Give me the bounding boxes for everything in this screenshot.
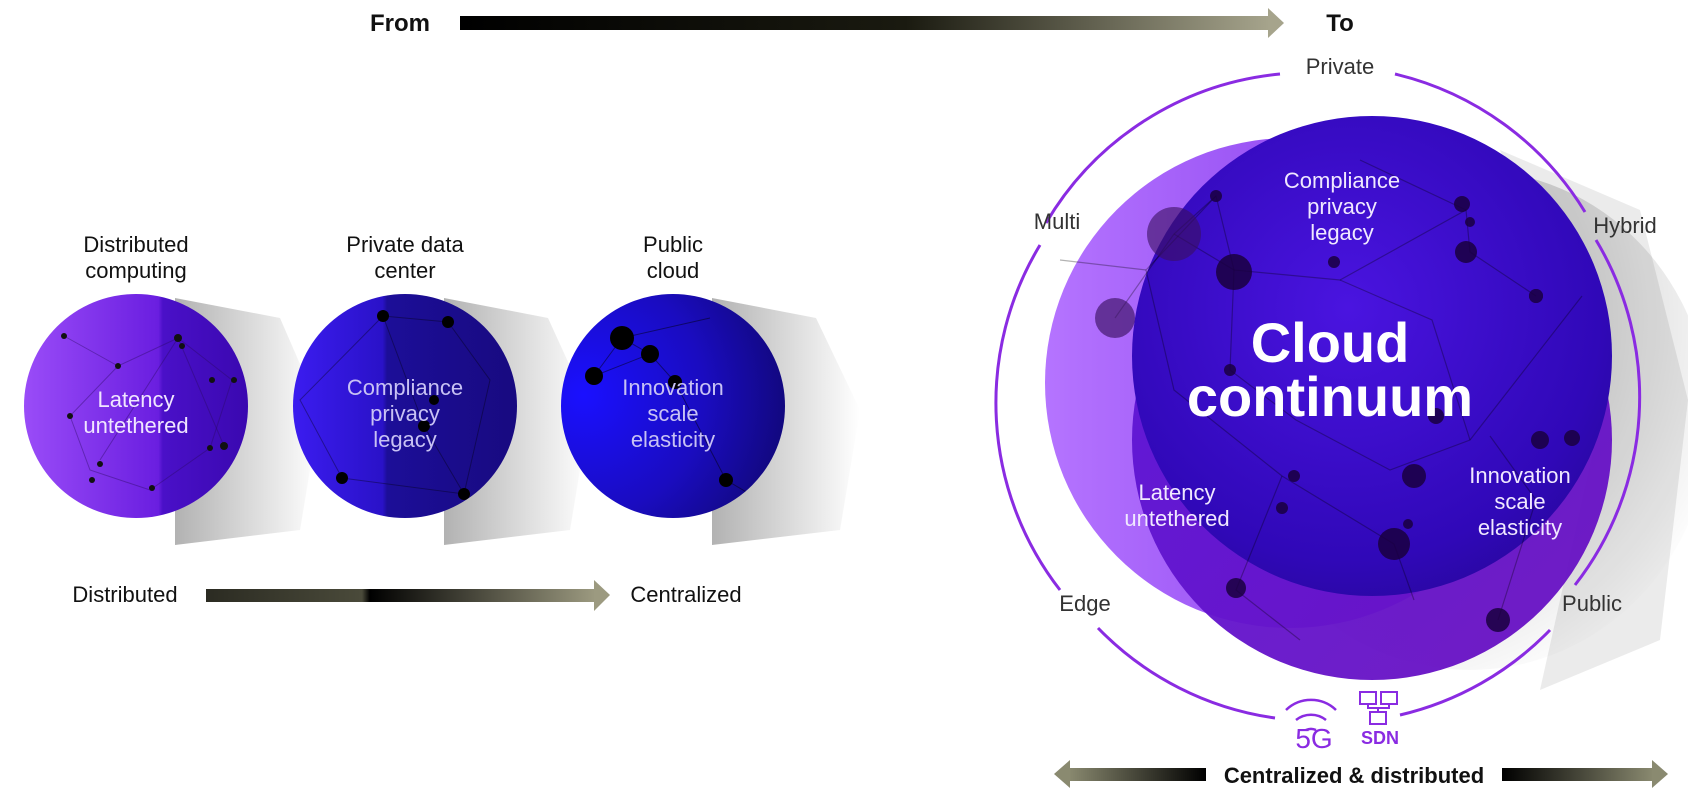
- 5g-icon: [1285, 698, 1337, 732]
- 5g-label: 5G: [1295, 723, 1333, 754]
- label-distributed: Distributed: [72, 582, 178, 607]
- label-centralized: Centralized: [630, 582, 742, 607]
- ring-label-hybrid: Hybrid: [1593, 213, 1657, 238]
- cloud-continuum-diagram: [994, 72, 1688, 788]
- ring-label-public: Public: [1562, 591, 1622, 616]
- from-label: From: [370, 10, 430, 37]
- ring-label-edge: Edge: [1059, 591, 1111, 616]
- top-arrow: [460, 8, 1284, 38]
- ring-label-multi: Multi: [1033, 209, 1081, 234]
- circle-distributed: [24, 294, 248, 518]
- sdn-label: SDN: [1360, 728, 1399, 748]
- ring-label-private: Private: [1305, 54, 1375, 79]
- sdn-icon: [1359, 691, 1398, 725]
- circle-public-cloud: [561, 294, 785, 518]
- centralized-distributed-label: Centralized & distributed: [1223, 763, 1485, 788]
- to-label: To: [1326, 10, 1354, 37]
- distributed-centralized-arrow: [206, 580, 610, 611]
- circle-private-dc: [293, 294, 517, 518]
